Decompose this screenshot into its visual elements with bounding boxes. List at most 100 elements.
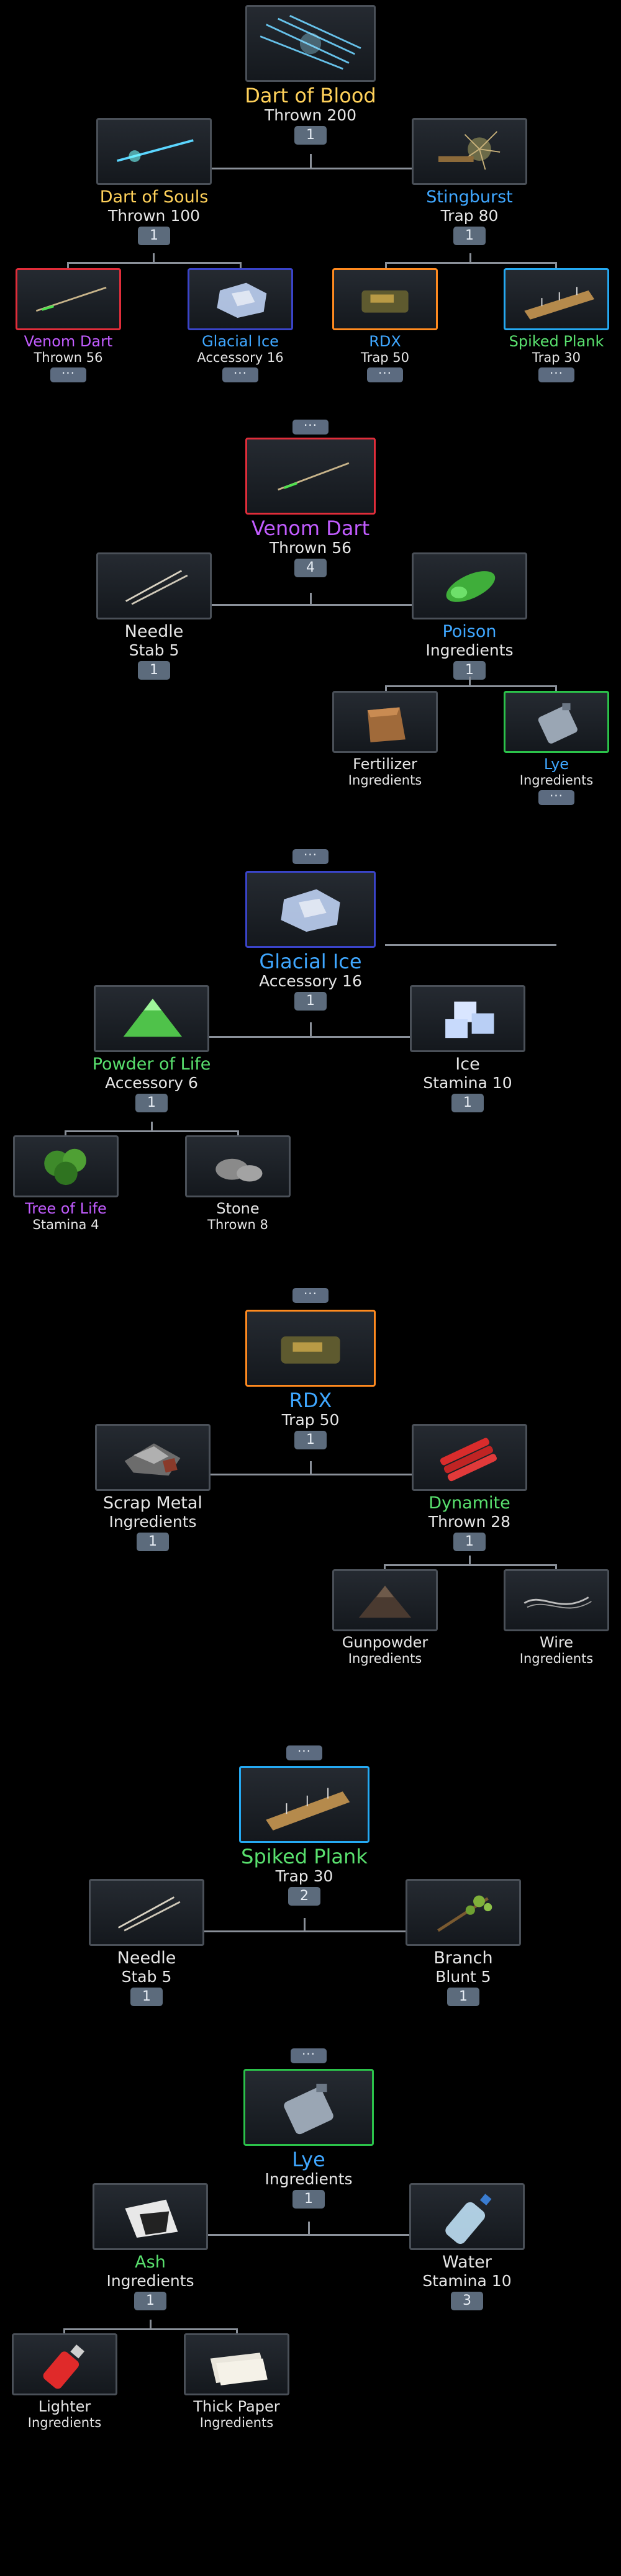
needle-icon <box>96 552 212 619</box>
item-name: RDX <box>289 1389 332 1412</box>
stone-icon <box>185 1135 291 1197</box>
item-stat: Ingredients <box>265 2170 353 2188</box>
expand-more-button[interactable]: ··· <box>50 367 86 382</box>
item-name: Water <box>442 2253 492 2272</box>
item-stat: Accessory 6 <box>105 1074 198 1092</box>
item-stat: Thrown 200 <box>264 106 357 124</box>
item-stat: Stamina 10 <box>422 2272 512 2290</box>
item-stat: Trap 50 <box>361 350 409 365</box>
water-icon <box>409 2183 525 2250</box>
quantity-badge: 1 <box>451 1094 484 1112</box>
item-name: Thick Paper <box>193 2398 280 2415</box>
item-stat: Ingredients <box>425 641 514 659</box>
item-node-tree-of-life[interactable]: Tree of Life Stamina 4 <box>0 1135 140 1233</box>
item-node-glacial-ice[interactable]: Glacial Ice Accessory 16 1 <box>236 871 385 1011</box>
item-name: Scrap Metal <box>103 1493 202 1513</box>
tree-dart-of-blood: Dart of Blood Thrown 200 1 Dart of Souls… <box>0 0 621 397</box>
connector <box>310 1461 312 1475</box>
item-name: Venom Dart <box>251 516 370 540</box>
item-node-ash[interactable]: Ash Ingredients 1 <box>76 2183 225 2310</box>
item-stat: Blunt 5 <box>435 1968 491 1986</box>
item-stat: Stamina 4 <box>32 1217 99 1232</box>
item-node-lighter[interactable]: Lighter Ingredients <box>0 2333 139 2431</box>
item-node-lye[interactable]: Lye Ingredients ··· <box>482 691 621 805</box>
item-node-gunpowder[interactable]: Gunpowder Ingredients <box>310 1569 460 1667</box>
quantity-badge: 1 <box>135 1094 168 1112</box>
item-stat: Ingredients <box>348 1651 422 1666</box>
item-stat: Trap 50 <box>281 1411 340 1429</box>
item-stat: Thrown 100 <box>107 207 201 225</box>
glacial-ice-icon <box>188 268 293 330</box>
item-node-stone[interactable]: Stone Thrown 8 <box>163 1135 312 1233</box>
item-node-venom-dart[interactable]: Venom Dart Thrown 56 ··· <box>0 268 143 382</box>
poison-icon <box>412 552 527 619</box>
expand-more-button[interactable]: ··· <box>367 367 403 382</box>
item-name: Glacial Ice <box>259 950 362 973</box>
item-name: Lighter <box>38 2398 91 2415</box>
item-node-rdx[interactable]: RDX Trap 50 1 <box>236 1310 385 1449</box>
expand-more-button[interactable]: ··· <box>292 419 329 435</box>
item-node-wire[interactable]: Wire Ingredients <box>482 1569 621 1667</box>
item-node-spiked-plank[interactable]: Spiked Plank Trap 30 2 <box>230 1766 379 1906</box>
item-node-dart-of-souls[interactable]: Dart of Souls Thrown 100 1 <box>79 118 229 245</box>
item-stat: Ingredients <box>106 2272 194 2290</box>
item-node-glacial-ice[interactable]: Glacial Ice Accessory 16 ··· <box>166 268 315 382</box>
quantity-badge: 1 <box>138 227 170 245</box>
item-node-fertilizer[interactable]: Fertilizer Ingredients <box>310 691 460 788</box>
item-node-water[interactable]: Water Stamina 10 3 <box>392 2183 542 2310</box>
connector <box>153 253 155 263</box>
expand-more-button[interactable]: ··· <box>286 1745 322 1760</box>
connector <box>150 2320 152 2330</box>
item-name: Powder of Life <box>92 1055 211 1074</box>
item-node-spiked-plank[interactable]: Spiked Plank Trap 30 ··· <box>482 268 621 382</box>
item-name: Needle <box>124 622 184 641</box>
item-name: Fertilizer <box>353 755 417 773</box>
expand-more-button[interactable]: ··· <box>538 790 574 805</box>
item-node-branch[interactable]: Branch Blunt 5 1 <box>389 1879 538 2006</box>
lye-icon <box>243 2069 374 2146</box>
item-node-stingburst[interactable]: Stingburst Trap 80 1 <box>395 118 544 245</box>
item-node-thick-paper[interactable]: Thick Paper Ingredients <box>162 2333 311 2431</box>
expand-more-button[interactable]: ··· <box>292 1287 329 1303</box>
item-stat: Stab 5 <box>121 1968 172 1986</box>
wire-icon <box>504 1569 609 1631</box>
item-node-powder-of-life[interactable]: Powder of Life Accessory 6 1 <box>77 985 226 1112</box>
item-node-poison[interactable]: Poison Ingredients 1 <box>395 552 544 680</box>
venom-dart-icon <box>245 438 376 515</box>
item-stat: Ingredients <box>27 2415 102 2430</box>
item-stat: Stab 5 <box>129 641 179 659</box>
item-node-needle[interactable]: Needle Stab 5 1 <box>72 1879 221 2006</box>
item-node-scrap-metal[interactable]: Scrap Metal Ingredients 1 <box>78 1424 227 1551</box>
dart-of-souls-icon <box>96 118 212 185</box>
ice-icon <box>410 985 525 1052</box>
connector <box>385 685 556 687</box>
connector <box>308 2222 310 2235</box>
tree-glacial-ice: ··· Glacial Ice Accessory 16 1 Powder of… <box>0 847 621 1257</box>
connector <box>469 253 471 263</box>
item-node-ice[interactable]: Ice Stamina 10 1 <box>393 985 542 1112</box>
item-node-dart-of-blood[interactable]: Dart of Blood Thrown 200 1 <box>236 5 385 145</box>
expand-more-button[interactable]: ··· <box>292 849 329 864</box>
item-stat: Ingredients <box>519 773 594 788</box>
item-node-dynamite[interactable]: Dynamite Thrown 28 1 <box>395 1424 544 1551</box>
spiked-plank-icon <box>239 1766 369 1843</box>
item-node-needle[interactable]: Needle Stab 5 1 <box>79 552 229 680</box>
item-name: Glacial Ice <box>202 333 279 350</box>
connector <box>67 262 69 273</box>
item-name: Poison <box>442 622 497 641</box>
item-name: Stone <box>216 1200 260 1217</box>
fertilizer-icon <box>332 691 438 753</box>
quantity-badge: 1 <box>294 1431 327 1449</box>
scrap-metal-icon <box>95 1424 211 1491</box>
connector <box>151 1122 153 1132</box>
connector <box>154 604 471 606</box>
item-name: Branch <box>433 1948 493 1968</box>
quantity-badge: 1 <box>453 227 486 245</box>
item-node-rdx[interactable]: RDX Trap 50 ··· <box>310 268 460 382</box>
item-node-venom-dart[interactable]: Venom Dart Thrown 56 4 <box>236 438 385 577</box>
connector <box>156 168 473 169</box>
item-node-lye[interactable]: Lye Ingredients 1 <box>234 2069 383 2209</box>
expand-more-button[interactable]: ··· <box>538 367 574 382</box>
expand-more-button[interactable]: ··· <box>222 367 258 382</box>
expand-more-button[interactable]: ··· <box>291 2048 327 2063</box>
